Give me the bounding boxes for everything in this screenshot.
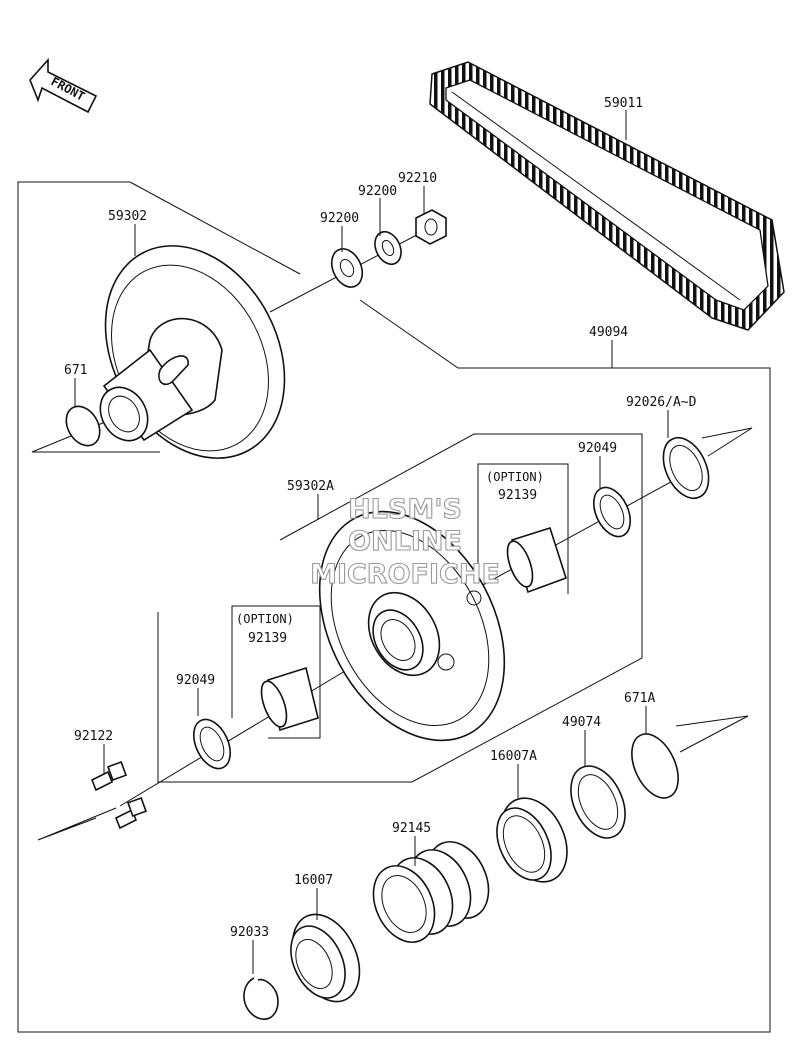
watermark: HLSM'S ONLINE MICROFICHE: [310, 493, 501, 590]
washer-outer: [374, 230, 402, 266]
callout-grease-nipple: 92122: [74, 729, 113, 744]
callout-fixed-sheave: 59302: [108, 209, 147, 224]
lower-left-axis-tip: [37, 807, 117, 841]
callout-belt: 59011: [604, 96, 643, 111]
lower-right-axis-tip: [675, 715, 749, 753]
fixed-sheave: [99, 245, 286, 459]
seal-right: [593, 486, 631, 538]
callout-assembly: 49094: [589, 325, 628, 340]
grease-nipple-icon: [90, 761, 147, 830]
seal-ring: [570, 765, 626, 839]
washer-inner: [330, 248, 364, 288]
assembly-frame: [17, 181, 771, 1033]
movable-sheave: [318, 510, 506, 742]
bushing-left: [260, 666, 319, 732]
watermark-line-2: ONLINE: [348, 526, 462, 557]
callout-circlip: 92033: [230, 925, 269, 940]
option-tag-left: (OPTION): [236, 612, 294, 626]
callout-o-ring-large: 671A: [624, 691, 655, 706]
callout-cam: 16007A: [490, 749, 537, 764]
seal-left: [193, 718, 231, 770]
cam: [496, 797, 568, 883]
watermark-line-1: HLSM'S: [348, 494, 462, 525]
callout-cam-holder: 16007: [294, 873, 333, 888]
callout-washer-inner: 92200: [320, 211, 359, 226]
callout-washer-outer: 92200: [358, 184, 397, 199]
callout-bushing-right: 92139: [498, 488, 537, 503]
spring: [372, 841, 490, 943]
right-axis-tip: [701, 427, 753, 457]
option-box-right: [477, 463, 569, 594]
cam-holder: [290, 913, 361, 1003]
callout-seal-right: 92049: [578, 441, 617, 456]
callout-seal-left: 92049: [176, 673, 215, 688]
circlip: [243, 977, 279, 1020]
callout-movable-sheave: 59302A: [287, 479, 334, 494]
callout-shim: 92026/A~D: [626, 395, 697, 410]
callout-o-ring-small: 671: [64, 363, 87, 378]
drive-belt: [429, 61, 785, 331]
mid-shaft-line: [469, 465, 701, 593]
shim: [662, 436, 710, 500]
front-arrow-icon: FRONT: [29, 57, 98, 114]
leader-lines: [74, 110, 669, 974]
callout-spring: 92145: [392, 821, 431, 836]
lower-shaft-line: [119, 649, 381, 807]
option-box-left: [231, 605, 321, 739]
sheave-group-frame: [157, 433, 643, 783]
hex-nut: [415, 209, 447, 245]
o-ring-small: [65, 405, 101, 447]
watermark-line-3: MICROFICHE: [310, 559, 500, 590]
callout-bushing-left: 92139: [248, 631, 287, 646]
bushing-right: [506, 526, 567, 594]
o-ring-large: [631, 733, 679, 799]
option-tag-right: (OPTION): [486, 470, 544, 484]
callout-seal-ring: 49074: [562, 715, 601, 730]
callout-nut: 92210: [398, 171, 437, 186]
